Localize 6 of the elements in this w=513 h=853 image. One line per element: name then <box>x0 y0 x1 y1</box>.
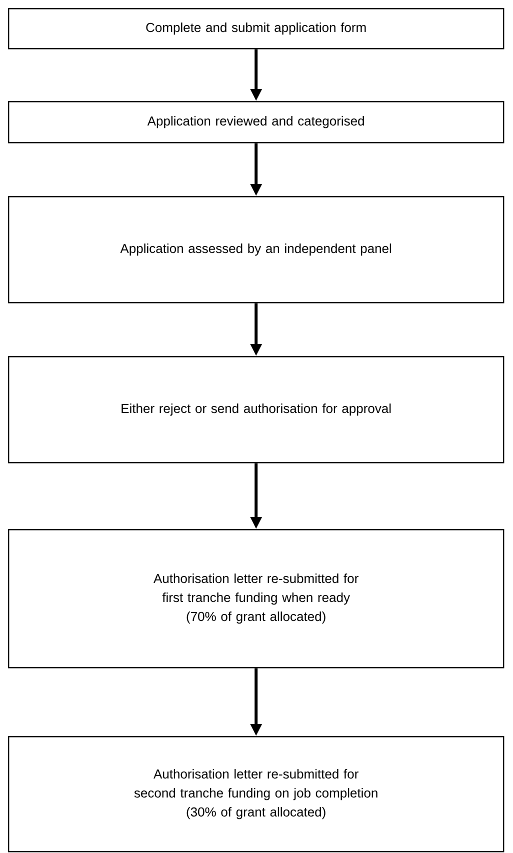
process-box: Authorisation letter re-submitted for second tranche funding on job completion (30% of grant allocated) <box>8 736 504 852</box>
process-box: Application assessed by an independent panel <box>8 196 504 304</box>
process-box: Application reviewed and categorised <box>8 101 504 144</box>
process-box: Either reject or send authorisation for approval <box>8 356 504 464</box>
process-box: Authorisation letter re-submitted for first tranche funding when ready (70% of grant allocated) <box>8 529 504 668</box>
process-box: Complete and submit application form <box>8 8 504 50</box>
